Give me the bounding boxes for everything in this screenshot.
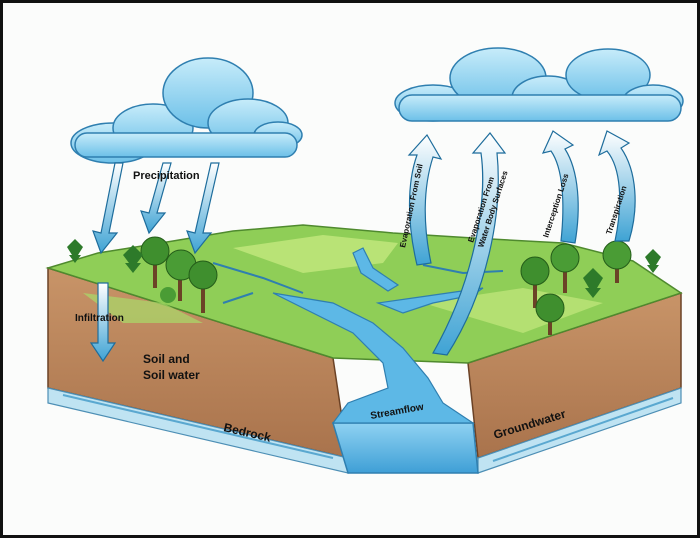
evaporation-soil-arrow [407,133,443,266]
infiltration-label: Infiltration [75,313,124,324]
water-cycle-diagram: Precipitation Infiltration Soil and Soil… [45,47,684,474]
tributaries [212,262,504,304]
river [272,247,484,424]
trees-left [67,236,218,313]
interception-arrow [541,130,579,244]
stream-cross-section [331,422,479,474]
transpiration-arrow [597,130,636,242]
left-cloud [70,57,303,164]
evaporation-water-arrow [432,132,507,356]
soil-label-line1: Soil and [143,352,190,366]
right-cloud [394,47,684,122]
soil-label-line2: Soil water [143,368,200,382]
trees-right [520,240,661,335]
precipitation-arrows [92,162,220,255]
infiltration-arrow [89,282,117,363]
precipitation-label: Precipitation [133,170,200,182]
